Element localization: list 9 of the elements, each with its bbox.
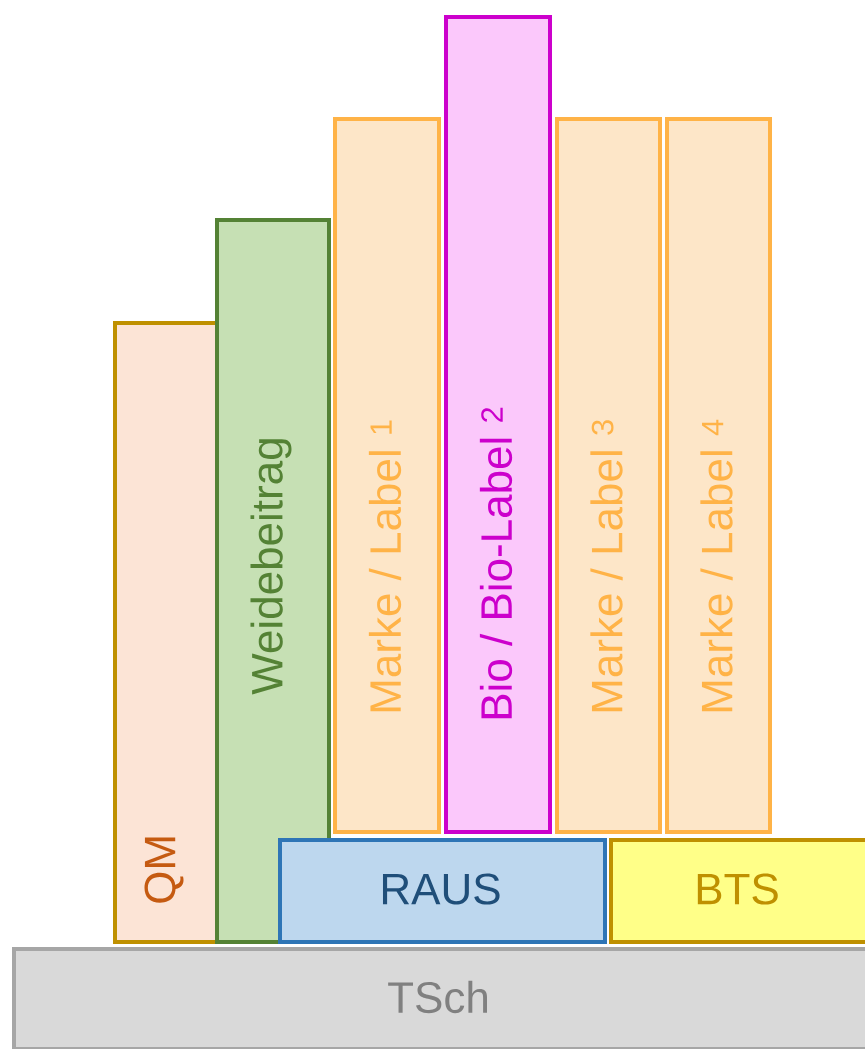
base-block: TSch <box>12 947 865 1049</box>
label-bar: Marke / Label $^{3}$ <box>555 117 662 834</box>
base-block: BTS <box>609 838 865 944</box>
label-bar: QM <box>113 321 219 944</box>
label-bar: Weidebeitrag <box>215 218 331 944</box>
label-bar: Bio / Bio-Label $^{2}$ <box>444 15 552 834</box>
label-bar: Marke / Label $^{4}$ <box>665 117 772 834</box>
base-block: RAUS <box>278 838 607 944</box>
label-bar: Marke / Label $^{1}$ <box>333 117 441 834</box>
